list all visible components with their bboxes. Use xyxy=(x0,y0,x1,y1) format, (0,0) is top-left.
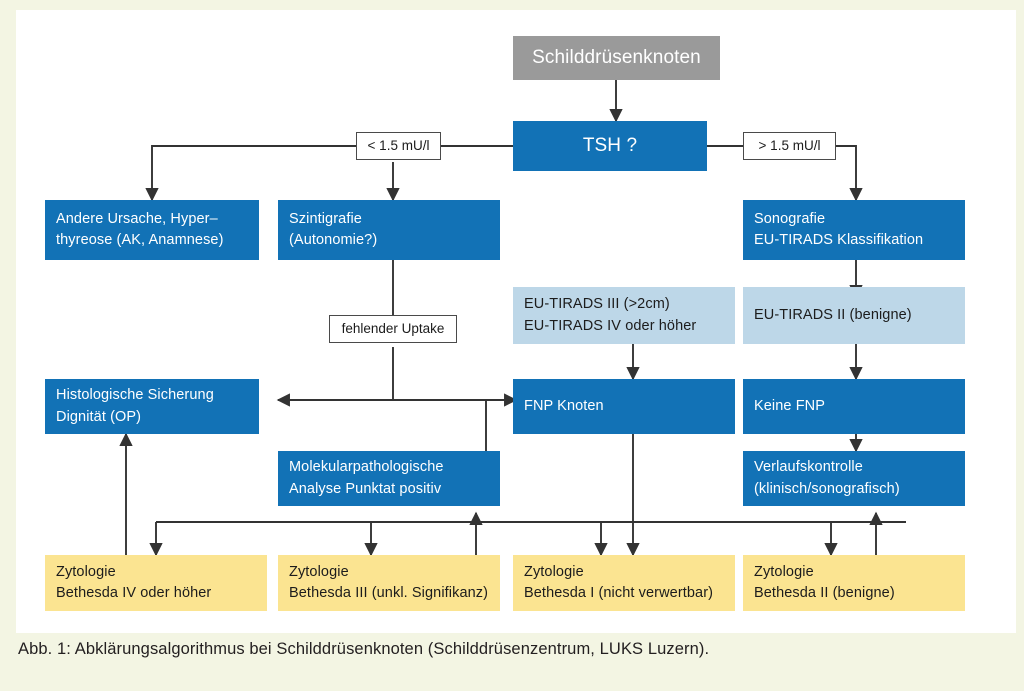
node-zytologie-bethesda-3[interactable]: Zytologie Bethesda III (unkl. Signifikan… xyxy=(278,555,500,611)
edge-molekular-histo xyxy=(276,393,487,460)
node-eu-tirads-2[interactable]: EU-TIRADS II (benigne) xyxy=(743,287,965,344)
node-eu-tirads-3-4[interactable]: EU-TIRADS III (>2cm) EU-TIRADS IV oder h… xyxy=(513,287,735,344)
node-szintigrafie[interactable]: Szintigrafie (Autonomie?) xyxy=(278,200,500,260)
node-schilddruesenknoten[interactable]: Schilddrüsenknoten xyxy=(513,36,720,80)
node-molekularpathologische-analyse[interactable]: Molekularpathologische Analyse Punktat p… xyxy=(278,451,500,506)
node-histologische-sicherung[interactable]: Histologische Sicherung Dignität (OP) xyxy=(45,379,259,434)
diagram-panel: Schilddrüsenknoten TSH ? Andere Ursache,… xyxy=(16,10,1016,633)
node-zytologie-bethesda-4[interactable]: Zytologie Bethesda IV oder höher xyxy=(45,555,267,611)
node-zytologie-bethesda-1[interactable]: Zytologie Bethesda I (nicht verwertbar) xyxy=(513,555,735,611)
edge-high-sono xyxy=(836,145,863,202)
edge-label-fehlender-uptake: fehlender Uptake xyxy=(329,315,457,343)
edge-low-andere xyxy=(145,145,356,202)
figure-caption: Abb. 1: Abklärungsalgorithmus bei Schild… xyxy=(18,640,710,658)
connector-layer xyxy=(119,80,906,557)
node-verlaufskontrolle[interactable]: Verlaufskontrolle (klinisch/sonografisch… xyxy=(743,451,965,506)
node-keine-fnp[interactable]: Keine FNP xyxy=(743,379,965,434)
node-andere-ursache[interactable]: Andere Ursache, Hyper– thyreose (AK, Ana… xyxy=(45,200,259,260)
edge-label-tsh-high: > 1.5 mU/l xyxy=(743,132,836,160)
edge-uptake-fnp xyxy=(392,347,518,407)
edge-label-tsh-low: < 1.5 mU/l xyxy=(356,132,441,160)
node-zytologie-bethesda-2[interactable]: Zytologie Bethesda II (benigne) xyxy=(743,555,965,611)
node-sonografie[interactable]: Sonografie EU-TIRADS Klassifikation xyxy=(743,200,965,260)
node-tsh[interactable]: TSH ? xyxy=(513,121,707,171)
node-fnp-knoten[interactable]: FNP Knoten xyxy=(513,379,735,434)
